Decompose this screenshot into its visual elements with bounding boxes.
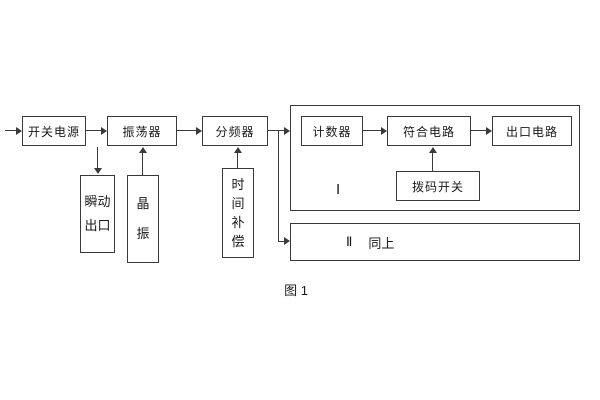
time-compensation-line2: 间: [231, 196, 245, 211]
module-1-numeral: Ⅰ: [336, 181, 341, 197]
arrow-dipswitch-coincidence-head: [429, 147, 437, 153]
instant-outlet-line1: 瞬动: [84, 194, 111, 209]
arrow-power-oscillator-line: [86, 130, 101, 131]
entry-arrow-head: [16, 127, 22, 135]
arrow-crystal-oscillator-head: [139, 147, 147, 153]
arrow-timecomp-divider-line: [237, 153, 238, 168]
time-compensation-line3: 补: [231, 215, 245, 230]
arrow-timecomp-divider-head: [234, 147, 242, 153]
module-2-content: Ⅱ 同上: [290, 223, 580, 261]
block-frequency-divider: 分频器: [202, 116, 268, 146]
instant-outlet-line2: 出口: [84, 218, 111, 233]
arrow-divider-module1-head: [284, 127, 290, 135]
block-instant-outlet: 瞬动 出口: [80, 175, 115, 253]
module-2-box: [290, 223, 580, 261]
arrow-divider-module1-line: [268, 130, 284, 131]
branch-to-module2-head: [284, 237, 290, 245]
arrow-crystal-oscillator-line: [142, 153, 143, 175]
block-oscillator: 振荡器: [107, 116, 177, 146]
branch-to-module2-hline: [278, 241, 284, 242]
arrow-coincidence-outlet-line: [471, 130, 486, 131]
module-2-numeral: Ⅱ: [346, 234, 353, 249]
arrow-power-oscillator-head: [101, 127, 107, 135]
block-coincidence-circuit: 符合电路: [387, 116, 471, 146]
entry-arrow-line: [5, 130, 16, 131]
time-compensation-line1: 时: [231, 177, 245, 192]
arrow-coincidence-outlet-head: [486, 127, 492, 135]
block-time-compensation: 时 间 补 偿: [222, 168, 254, 258]
block-outlet-circuit: 出口电路: [492, 116, 572, 146]
module-1-box: [290, 105, 580, 211]
arrow-counter-coincidence-line: [363, 130, 381, 131]
arrow-power-instant-head: [94, 168, 102, 174]
arrow-dipswitch-coincidence-line: [432, 153, 433, 171]
block-crystal: 晶 振: [127, 175, 159, 263]
block-switch-power: 开关电源: [22, 116, 86, 146]
module-2-note: 同上: [368, 235, 395, 251]
branch-to-module2-vline: [278, 131, 279, 241]
figure-caption: 图 1: [284, 283, 308, 298]
arrow-oscillator-divider-head: [196, 127, 202, 135]
time-compensation-line4: 偿: [231, 234, 245, 249]
arrow-oscillator-divider-line: [177, 130, 196, 131]
arrow-counter-coincidence-head: [381, 127, 387, 135]
crystal-line2: 振: [136, 226, 150, 241]
block-counter: 计数器: [301, 116, 363, 146]
block-dip-switch: 拨码开关: [396, 171, 480, 201]
arrow-power-instant-line: [97, 147, 98, 168]
crystal-line1: 晶: [136, 196, 150, 211]
